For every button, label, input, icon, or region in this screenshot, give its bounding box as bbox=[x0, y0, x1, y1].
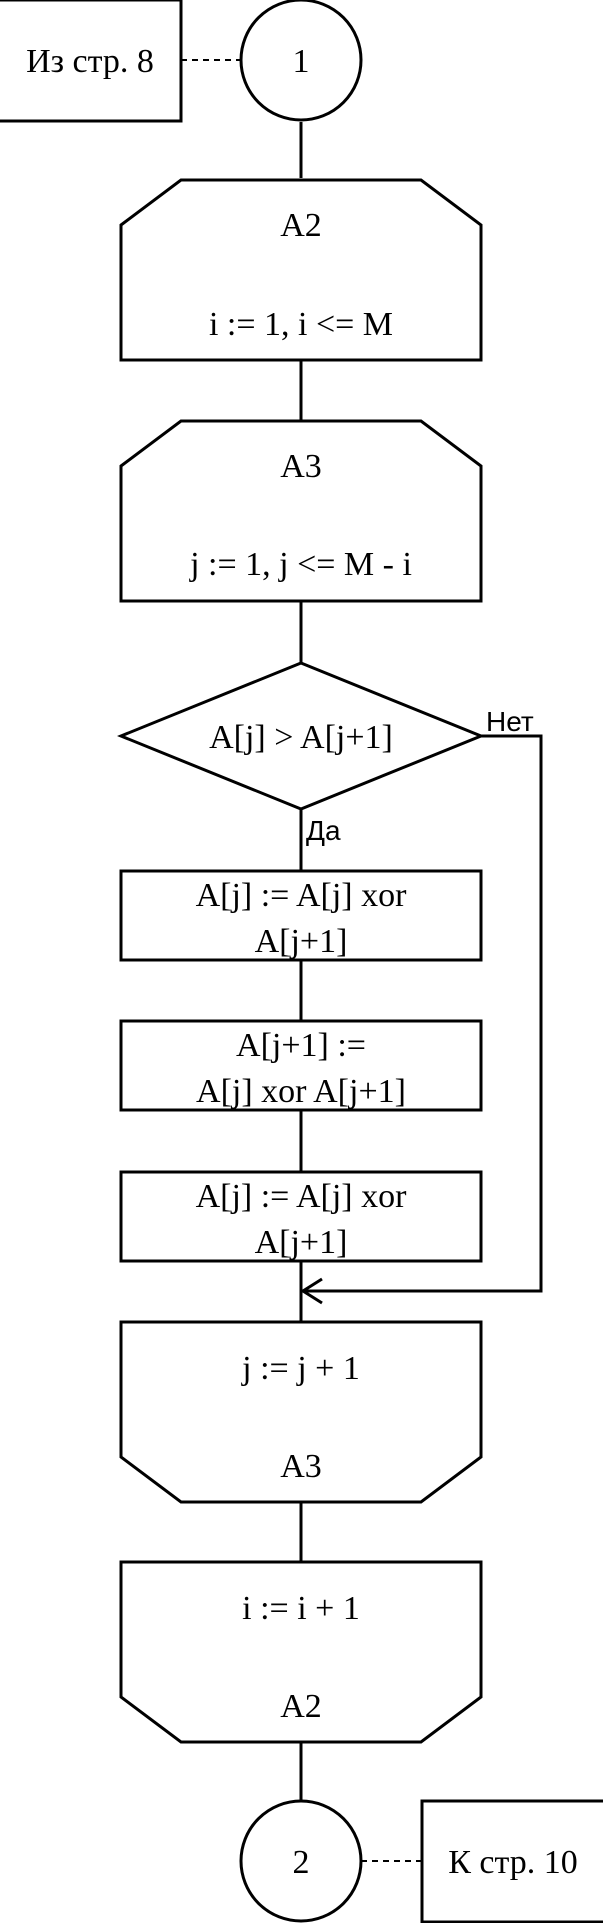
loop-a3-start-condition: j := 1, j <= M - i bbox=[189, 546, 412, 583]
process-step-1 bbox=[119, 869, 483, 962]
page-ref-out-label: К стр. 10 bbox=[448, 1844, 578, 1881]
page-ref-in-box bbox=[0, 0, 183, 123]
decision-yes-label: Да bbox=[306, 815, 341, 846]
no-branch-line bbox=[303, 734, 543, 1293]
process-step-2 bbox=[119, 1019, 483, 1112]
loop-a3-start-name: A3 bbox=[280, 448, 322, 485]
connector-start bbox=[239, 0, 363, 122]
process-step-1-line2: A[j+1] bbox=[255, 923, 348, 960]
decision-diamond bbox=[117, 661, 485, 811]
loop-a2-end-update: i := i + 1 bbox=[242, 1590, 360, 1627]
decision-text: A[j] > A[j+1] bbox=[209, 719, 393, 756]
loop-a2-end bbox=[119, 1560, 483, 1744]
page-ref-out-box bbox=[420, 1799, 603, 1923]
loop-a2-end-name: A2 bbox=[280, 1688, 322, 1725]
loop-a3-end-update: j := j + 1 bbox=[241, 1350, 360, 1387]
process-step-1-line1: A[j] := A[j] xor bbox=[196, 877, 408, 914]
loop-a2-start-condition: i := 1, i <= M bbox=[209, 306, 393, 343]
loop-a2-start-name: A2 bbox=[280, 207, 322, 244]
loop-a3-start bbox=[119, 419, 483, 603]
process-step-3-line1: A[j] := A[j] xor bbox=[196, 1178, 408, 1215]
connector-start-label: 1 bbox=[293, 43, 310, 80]
arrow-head bbox=[300, 1277, 323, 1305]
process-step-3 bbox=[119, 1170, 483, 1263]
loop-a3-end bbox=[119, 1320, 483, 1504]
process-step-2-line1: A[j+1] := bbox=[236, 1027, 366, 1064]
decision-no-label: Нет bbox=[486, 706, 534, 737]
loop-a2-start bbox=[119, 178, 483, 362]
page-ref-in-label: Из стр. 8 bbox=[26, 43, 154, 80]
process-step-2-line2: A[j] xor A[j+1] bbox=[196, 1073, 406, 1110]
process-step-3-line2: A[j+1] bbox=[255, 1224, 348, 1261]
connector-end-label: 2 bbox=[293, 1844, 310, 1881]
loop-a3-end-name: A3 bbox=[280, 1448, 322, 1485]
